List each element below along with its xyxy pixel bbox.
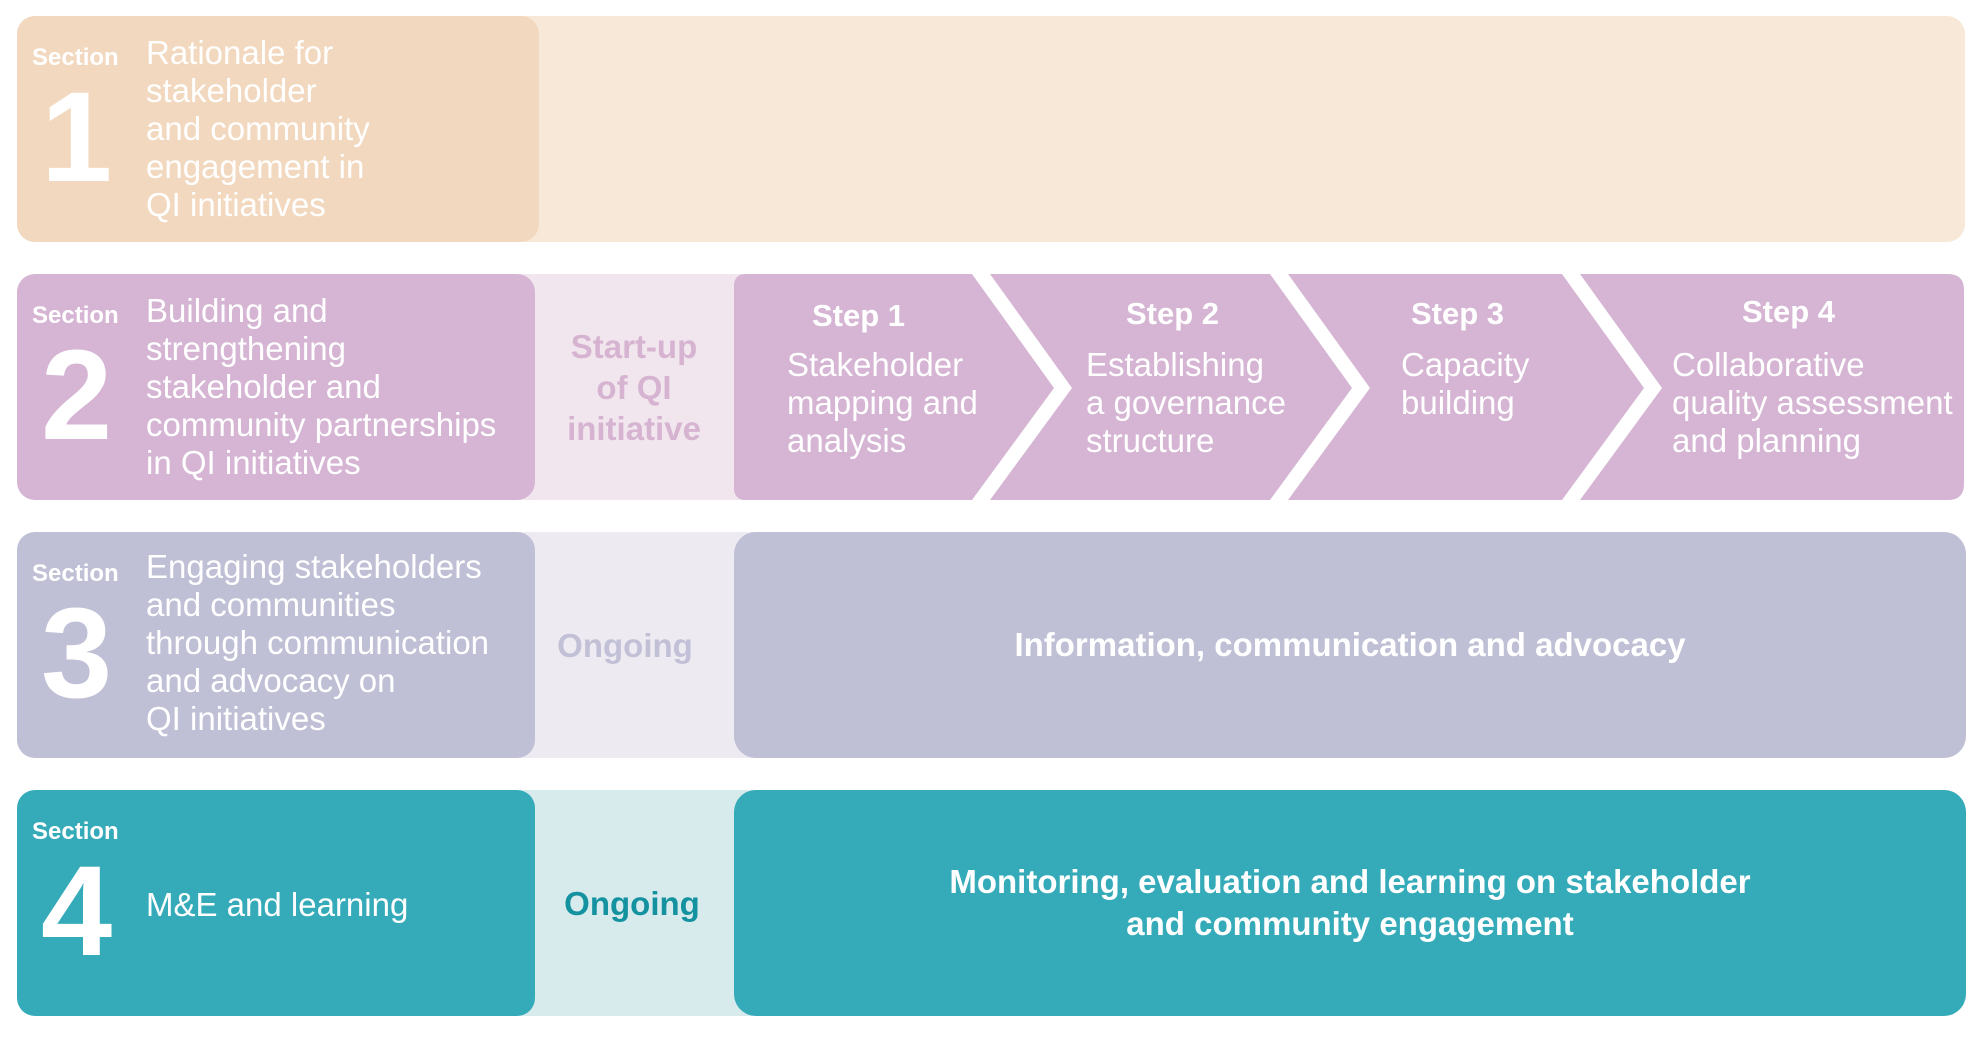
step-1-chevron	[734, 274, 1054, 500]
step-2-desc: Establishing a governance structure	[1086, 346, 1286, 459]
section-2-title: Building and strengthening stakeholder a…	[146, 292, 497, 481]
section-4-bar: Monitoring, evaluation and learning on s…	[734, 790, 1966, 1016]
step-4-title: Step 4	[1742, 294, 1836, 329]
section-4-word: Section	[32, 818, 119, 845]
section-2-label: Section 2 Building and strengthening sta…	[17, 274, 535, 500]
section-1-word: Section	[32, 44, 119, 71]
step-3-desc: Capacity building	[1401, 346, 1530, 421]
step-3-title: Step 3	[1411, 296, 1505, 331]
section-3-phase-band	[500, 532, 760, 758]
section-2-phase: Start-up of QI initiative	[567, 327, 701, 447]
step-1-title: Step 1	[812, 298, 906, 333]
step-3-chevron	[1288, 274, 1644, 500]
section-3-phase: Ongoing	[557, 626, 693, 664]
section-3-word: Section	[32, 560, 119, 587]
section-4-title: M&E and learning	[146, 886, 409, 923]
steps-chevron-bar	[734, 274, 1964, 500]
section-3-title: Engaging stakeholders and communities th…	[146, 548, 490, 737]
section-4-phase-band	[500, 790, 760, 1016]
section-3-label: Section 3 Engaging stakeholders and comm…	[17, 532, 535, 758]
step-4-desc: Collaborative quality assessment and pla…	[1672, 346, 1953, 459]
step-1-desc: Stakeholder mapping and analysis	[787, 346, 978, 459]
step-2-chevron	[990, 274, 1352, 500]
step-2-title: Step 2	[1126, 296, 1220, 331]
section-2-phase-band	[500, 274, 760, 500]
section-2-word: Section	[32, 302, 119, 329]
section-4-label: Section 4 M&E and learning	[17, 790, 535, 1016]
section-1-number: 1	[41, 66, 113, 209]
section-4-number: 4	[41, 840, 113, 983]
section-4-phase: Ongoing	[564, 884, 700, 922]
section-2-number: 2	[41, 324, 113, 467]
section-3-number: 3	[41, 582, 113, 725]
section-1-label: Section 1 Rationale for stakeholder and …	[17, 16, 539, 242]
step-4-chevron	[1580, 274, 1964, 500]
section-3-bar: Information, communication and advocacy	[734, 532, 1966, 758]
section-1-title: Rationale for stakeholder and community …	[146, 34, 370, 223]
